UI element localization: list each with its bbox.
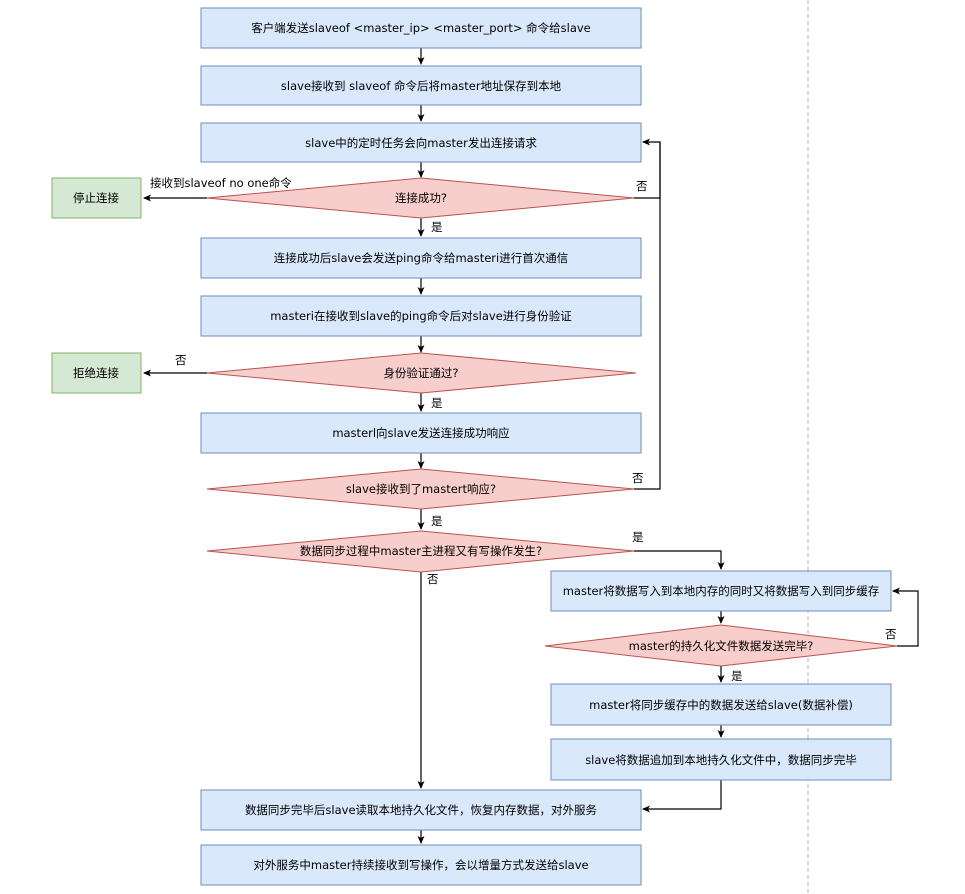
node-connect-request-label: slave中的定时任务会向master发出连接请求 — [305, 136, 537, 150]
node-send-sync-buffer-label: master将同步缓存中的数据发送给slave(数据补偿) — [589, 698, 853, 712]
decision-slave-received-response-label: slave接收到了mastert响应? — [346, 482, 496, 496]
node-incremental-sync: 对外服务中master持续接收到写操作，会以增量方式发送给slave — [200, 844, 642, 886]
decision-connect-success: 连接成功? — [206, 177, 635, 219]
edge-label-yes-1: 是 — [431, 220, 443, 234]
node-connect-success-response: masterl向slave发送连接成功响应 — [200, 412, 642, 454]
node-send-slaveof-label: 客户端发送slaveof <master_ip> <master_port> 命… — [251, 21, 591, 35]
node-write-sync-buffer: master将数据写入到本地内存的同时又将数据写入到同步缓存 — [550, 570, 892, 612]
node-save-master-address-label: slave接收到 slaveof 命令后将master地址保存到本地 — [281, 79, 562, 93]
edge-label-no-2: 否 — [175, 353, 187, 367]
edge-r3-n7 — [642, 780, 722, 813]
decision-persistence-sent-label: master的持久化文件数据发送完毕? — [629, 639, 814, 653]
node-reject-connection-label: 拒绝连接 — [73, 366, 119, 380]
decision-write-during-sync: 数据同步过程中master主进程又有写操作发生? — [206, 530, 635, 573]
node-send-ping-label: 连接成功后slave会发送ping命令给masteri进行首次通信 — [274, 251, 568, 265]
node-reject-connection: 拒绝连接 — [51, 352, 142, 394]
node-auth-check-label: masteri在接收到slave的ping命令后对slave进行身份验证 — [270, 309, 572, 323]
edge-label-yes-4: 是 — [632, 530, 644, 544]
edge-d5-no-loop — [892, 587, 919, 647]
edge-label-slaveof-no-one: 接收到slaveof no one命令 — [150, 176, 292, 190]
edge-label-no-1: 否 — [636, 179, 648, 193]
node-auth-check: masteri在接收到slave的ping命令后对slave进行身份验证 — [200, 295, 642, 337]
edge-label-no-5: 否 — [885, 627, 897, 641]
edge-label-yes-3: 是 — [431, 514, 443, 528]
node-send-ping: 连接成功后slave会发送ping命令给masteri进行首次通信 — [200, 237, 642, 279]
node-append-persistence: slave将数据追加到本地持久化文件中，数据同步完毕 — [550, 738, 892, 781]
node-incremental-sync-label: 对外服务中master持续接收到写操作，会以增量方式发送给slave — [253, 858, 588, 872]
node-connect-success-response-label: masterl向slave发送连接成功响应 — [332, 426, 509, 440]
node-send-sync-buffer: master将同步缓存中的数据发送给slave(数据补偿) — [550, 683, 892, 726]
node-connect-request: slave中的定时任务会向master发出连接请求 — [200, 122, 642, 163]
node-load-persistence: 数据同步完毕后slave读取本地持久化文件，恢复内存数据，对外服务 — [200, 789, 642, 831]
decision-auth-passed-label: 身份验证通过? — [383, 366, 458, 380]
edge-d4-yes — [634, 550, 725, 570]
edge-label-yes-5: 是 — [731, 669, 743, 683]
decision-auth-passed: 身份验证通过? — [206, 352, 637, 394]
node-append-persistence-label: slave将数据追加到本地持久化文件中，数据同步完毕 — [585, 753, 857, 767]
decision-persistence-sent: master的持久化文件数据发送完毕? — [544, 624, 898, 667]
edge-label-no-3: 否 — [632, 471, 644, 485]
edge-label-yes-2: 是 — [431, 396, 443, 410]
edge-d3-no-loop — [634, 142, 661, 490]
node-write-sync-buffer-label: master将数据写入到本地内存的同时又将数据写入到同步缓存 — [563, 584, 880, 598]
edges — [143, 48, 919, 844]
node-stop-connection: 停止连接 — [51, 177, 142, 219]
decision-slave-received-response: slave接收到了mastert响应? — [206, 468, 635, 510]
edge-label-no-4: 否 — [427, 572, 439, 586]
decision-connect-success-label: 连接成功? — [395, 191, 447, 205]
node-stop-connection-label: 停止连接 — [73, 191, 119, 205]
node-save-master-address: slave接收到 slaveof 命令后将master地址保存到本地 — [200, 65, 642, 106]
node-load-persistence-label: 数据同步完毕后slave读取本地持久化文件，恢复内存数据，对外服务 — [245, 803, 598, 817]
decision-write-during-sync-label: 数据同步过程中master主进程又有写操作发生? — [300, 544, 542, 558]
node-send-slaveof: 客户端发送slaveof <master_ip> <master_port> 命… — [200, 7, 642, 49]
